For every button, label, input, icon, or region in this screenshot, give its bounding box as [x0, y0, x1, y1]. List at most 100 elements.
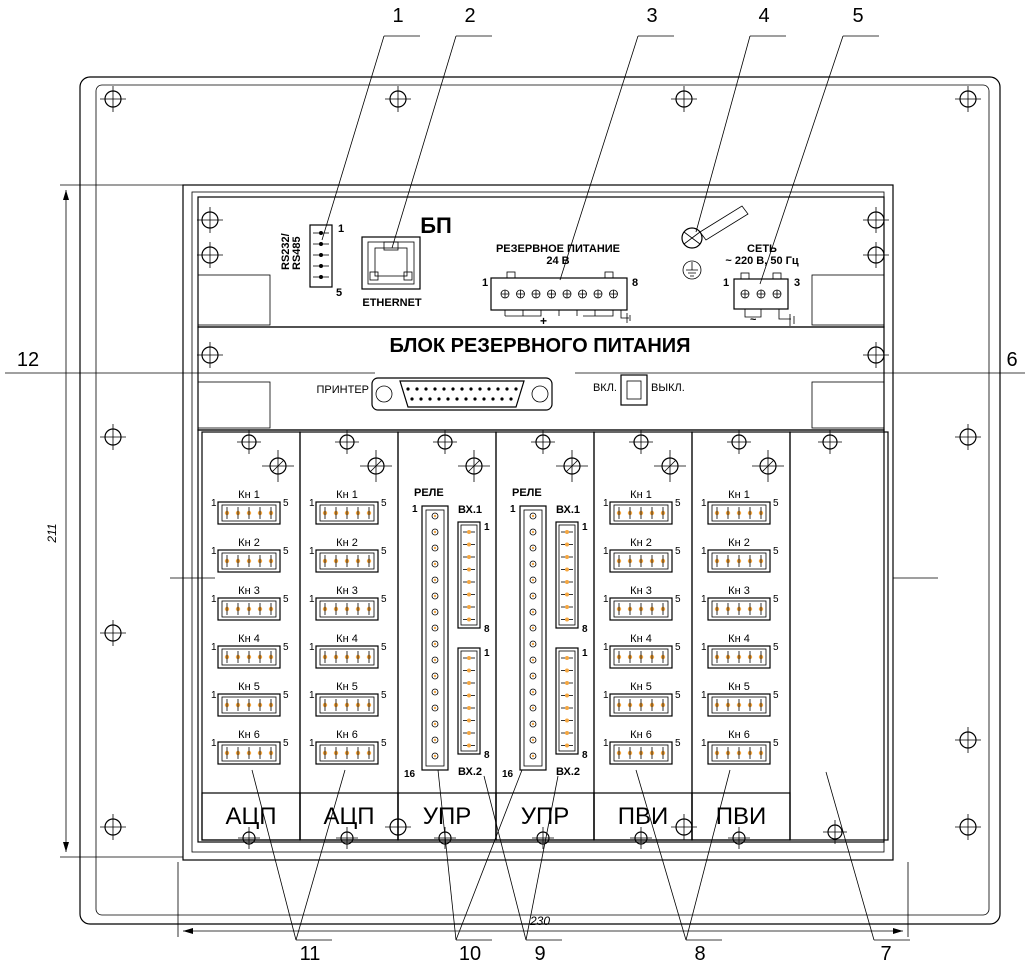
module-screw-icon — [727, 430, 751, 454]
mount-screw-icon — [385, 86, 411, 112]
pin-number: 1 — [510, 504, 516, 515]
callout-number: 6 — [1006, 349, 1017, 371]
pin-number: 1 — [309, 738, 315, 749]
rs-pin-first: 1 — [338, 223, 344, 235]
mount-screw-icon — [863, 207, 889, 233]
switch-off-label: ВЫКЛ. — [651, 382, 685, 394]
channel-label: Кн 2 — [238, 537, 260, 549]
callout-10: 10 — [437, 769, 523, 965]
mount-screw-icon — [100, 424, 126, 450]
mount-screw-icon — [671, 814, 697, 840]
pin-number: 1 — [701, 546, 707, 557]
channel-label: Кн 3 — [336, 585, 358, 597]
pin-number: 5 — [381, 594, 387, 605]
mount-screw-icon — [197, 342, 223, 368]
pin-number: 8 — [582, 624, 588, 635]
width-dimension-label: 230 — [529, 914, 550, 928]
mount-screw-icon — [955, 814, 981, 840]
module-screw-icon — [630, 827, 652, 849]
pin-number: 1 — [309, 594, 315, 605]
module-screw-icon — [818, 430, 842, 454]
pin-number: 8 — [582, 750, 588, 761]
callout-1: 1 — [321, 5, 420, 241]
ups-left-tab — [197, 381, 271, 429]
callout-number: 3 — [646, 5, 657, 27]
callout-number: 7 — [880, 943, 891, 965]
input1-connector — [457, 521, 481, 629]
module-screw-icon — [728, 827, 750, 849]
module-name: УПР — [521, 803, 570, 830]
pin-number: 1 — [211, 594, 217, 605]
channel-label: Кн 2 — [336, 537, 358, 549]
callout-2: 2 — [391, 5, 492, 249]
module-screw-icon — [433, 430, 457, 454]
callout-number: 10 — [459, 943, 481, 965]
input1-connector — [555, 521, 579, 629]
channel-label: Кн 5 — [238, 681, 260, 693]
ethernet-label: ETHERNET — [362, 297, 422, 309]
pin-number: 1 — [211, 642, 217, 653]
pin-number: 1 — [701, 642, 707, 653]
callout-number: 9 — [534, 943, 545, 965]
ups-right-tab — [811, 381, 885, 429]
mount-screw-icon — [385, 814, 411, 840]
module-name: ПВИ — [618, 803, 669, 830]
mount-screw-icon — [197, 242, 223, 268]
rs-label-1: RS232/ — [280, 233, 292, 270]
callout-3: 3 — [559, 5, 674, 281]
height-dimension-label: 211 — [45, 523, 59, 543]
relay-label: РЕЛЕ — [512, 487, 542, 499]
pin-number: 8 — [484, 750, 490, 761]
module-area — [197, 429, 885, 843]
channel-label: Кн 6 — [728, 729, 750, 741]
pin-number: 1 — [603, 546, 609, 557]
pin-number: 5 — [381, 498, 387, 509]
width-dimension — [177, 862, 909, 937]
module-screw-icon — [629, 430, 653, 454]
pin-number: 5 — [283, 690, 289, 701]
pin-number: 5 — [675, 690, 681, 701]
mount-screw-icon — [100, 620, 126, 646]
ground-screw — [681, 205, 749, 280]
pin-number: 5 — [773, 594, 779, 605]
pin-number: 1 — [603, 738, 609, 749]
channel-label: Кн 1 — [336, 489, 358, 501]
mains-pin-last: 3 — [794, 277, 800, 289]
channel-connector: Кн 3 1 5 — [309, 585, 387, 621]
module-screw-icon — [336, 827, 358, 849]
module-screw-icon — [238, 827, 260, 849]
switch-on-label: ВКЛ. — [593, 382, 617, 394]
pin-number: 5 — [675, 594, 681, 605]
pin-number: 1 — [603, 498, 609, 509]
pin-number: 5 — [675, 642, 681, 653]
input2-label: ВХ.2 — [556, 766, 580, 778]
module-slot-blank — [789, 430, 889, 844]
pin-number: 5 — [773, 738, 779, 749]
reserve-pin-first: 1 — [482, 277, 488, 289]
input1-label: ВХ.1 — [458, 504, 482, 516]
relay-connector — [519, 505, 547, 771]
rs-label-2: RS485 — [291, 236, 303, 270]
reserve-power-label-1: РЕЗЕРВНОЕ ПИТАНИЕ — [496, 243, 620, 255]
callout-number: 8 — [694, 943, 705, 965]
pin-number: 1 — [211, 738, 217, 749]
callout-4: 4 — [695, 5, 786, 233]
reserve-power-label-2: 24 В — [546, 255, 569, 267]
mount-screw-icon — [197, 207, 223, 233]
channel-label: Кн 3 — [630, 585, 652, 597]
pin-number: 5 — [773, 642, 779, 653]
ups-title: БЛОК РЕЗЕРВНОГО ПИТАНИЯ — [389, 335, 690, 357]
mount-screw-icon — [955, 424, 981, 450]
reserve-power-connector — [490, 271, 631, 323]
